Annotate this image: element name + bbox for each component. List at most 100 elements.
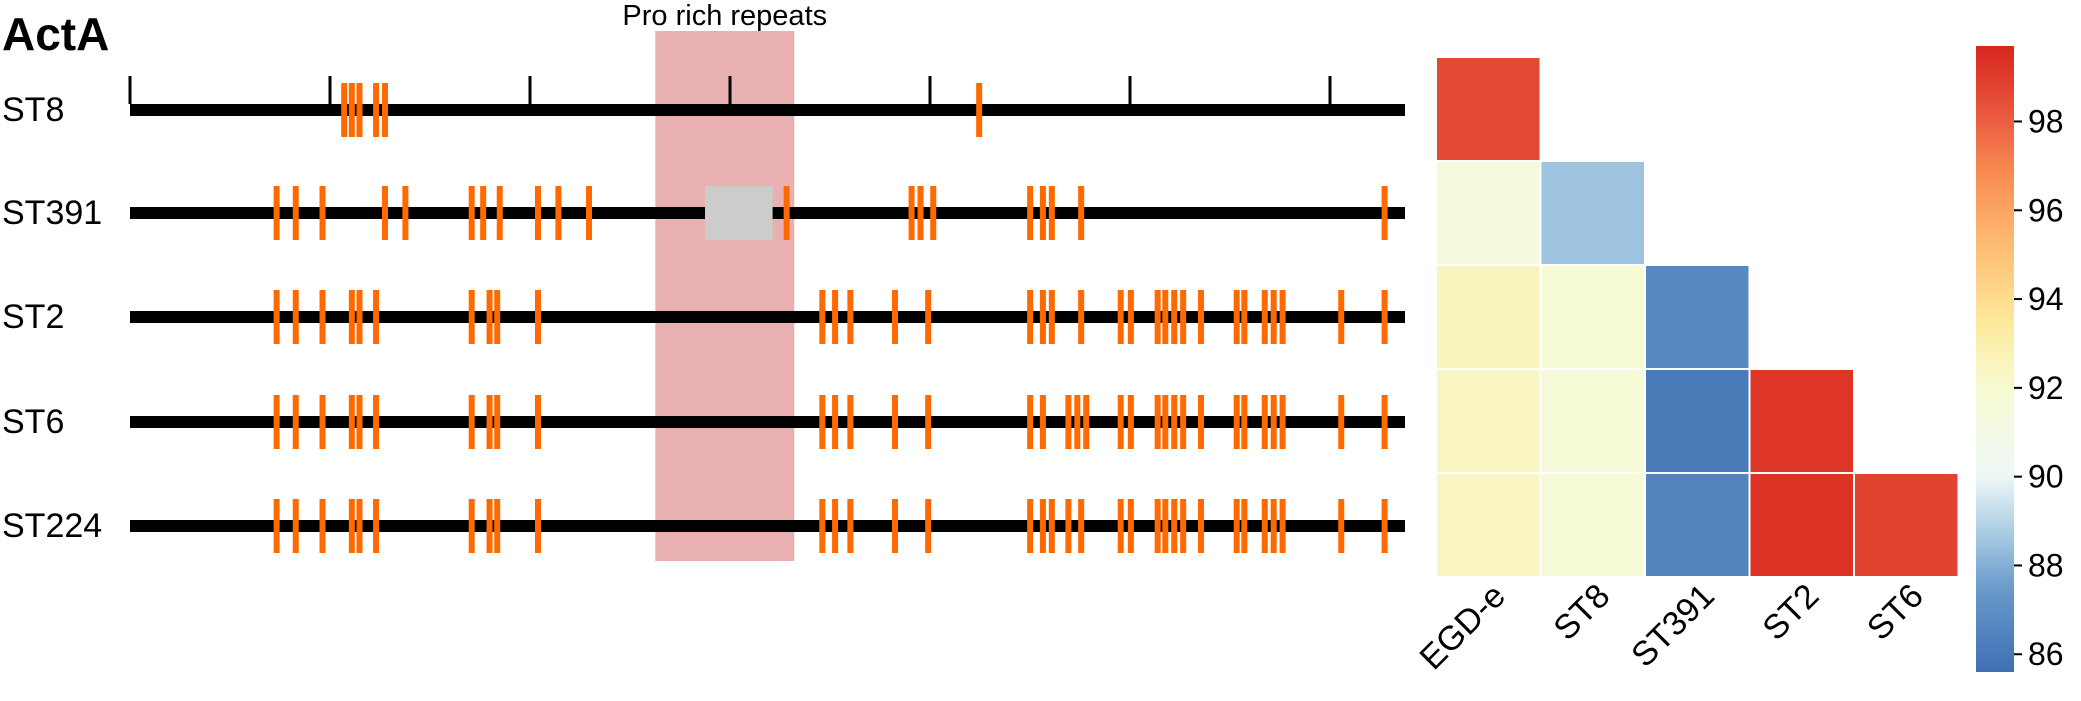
variant-mark bbox=[1065, 499, 1072, 553]
variant-mark bbox=[1233, 395, 1240, 449]
variant-mark bbox=[1048, 499, 1055, 553]
variant-mark bbox=[892, 290, 898, 344]
variant-mark bbox=[1083, 395, 1090, 449]
heatmap-cell bbox=[1750, 370, 1853, 472]
heatmap-x-label: ST2 bbox=[1755, 577, 1826, 648]
variant-mark bbox=[535, 395, 541, 449]
heatmap-cell bbox=[1646, 474, 1749, 576]
variant-mark bbox=[1171, 290, 1178, 344]
variant-mark bbox=[1154, 499, 1161, 553]
colorbar-tick-label: 86 bbox=[2028, 636, 2064, 672]
position-ticks bbox=[128, 76, 1332, 104]
variant-mark bbox=[1233, 290, 1240, 344]
heatmap-cells bbox=[1437, 58, 1958, 576]
variant-mark bbox=[494, 499, 501, 553]
heatmap-cell bbox=[1437, 474, 1540, 576]
heatmap-cell bbox=[1541, 162, 1644, 264]
variant-mark bbox=[1171, 499, 1178, 553]
variant-mark bbox=[1279, 499, 1286, 553]
variant-mark bbox=[373, 290, 380, 344]
position-tick bbox=[128, 76, 132, 104]
variant-mark bbox=[1180, 290, 1187, 344]
variant-mark bbox=[832, 395, 839, 449]
variant-mark bbox=[1039, 186, 1046, 240]
variant-mark bbox=[1233, 499, 1240, 553]
variant-mark bbox=[1127, 395, 1134, 449]
variant-mark bbox=[535, 499, 541, 553]
variant-mark bbox=[356, 499, 363, 553]
variant-mark bbox=[819, 290, 826, 344]
variant-mark bbox=[976, 83, 983, 137]
variant-mark bbox=[925, 290, 932, 344]
heatmap-cell bbox=[1646, 266, 1749, 368]
variant-mark bbox=[1261, 499, 1268, 553]
variant-mark bbox=[292, 395, 299, 449]
pro-rich-repeat-region bbox=[655, 31, 795, 561]
position-tick bbox=[728, 76, 732, 104]
variant-mark bbox=[1198, 395, 1204, 449]
variant-mark bbox=[783, 186, 790, 240]
variant-mark bbox=[273, 290, 280, 344]
variant-map: ActA Pro rich repeats ST8ST391ST2ST6ST22… bbox=[2, 0, 1405, 561]
heatmap-x-label: EGD-e bbox=[1413, 577, 1513, 677]
variant-mark bbox=[1162, 290, 1169, 344]
variant-mark bbox=[1039, 395, 1046, 449]
variant-mark bbox=[1279, 290, 1286, 344]
variant-mark bbox=[319, 186, 326, 240]
variant-mark bbox=[494, 395, 501, 449]
colorbar-tick-label: 92 bbox=[2028, 370, 2064, 406]
variant-mark bbox=[586, 186, 592, 240]
row-label: ST8 bbox=[2, 91, 64, 129]
variant-mark bbox=[832, 499, 839, 553]
variant-mark bbox=[925, 395, 932, 449]
variant-mark bbox=[319, 499, 326, 553]
variant-mark bbox=[356, 290, 363, 344]
variant-mark bbox=[892, 395, 898, 449]
variant-mark bbox=[356, 83, 363, 137]
variant-mark bbox=[1078, 290, 1085, 344]
variant-mark bbox=[468, 290, 475, 344]
variant-mark bbox=[1039, 499, 1046, 553]
sequence-backbone bbox=[130, 104, 1405, 116]
variant-mark bbox=[373, 499, 380, 553]
variant-mark bbox=[1198, 499, 1204, 553]
variant-mark bbox=[1381, 290, 1388, 344]
heatmap-x-label: ST8 bbox=[1546, 577, 1617, 648]
variant-mark bbox=[292, 186, 299, 240]
colorbar-tick-label: 94 bbox=[2028, 281, 2064, 317]
colorbar-tick-label: 98 bbox=[2028, 103, 2064, 139]
sequence-row: ST6 bbox=[2, 395, 1405, 449]
variant-mark bbox=[1078, 499, 1085, 553]
variant-mark bbox=[1127, 290, 1134, 344]
variant-mark bbox=[373, 83, 380, 137]
position-tick bbox=[1128, 76, 1132, 104]
variant-mark bbox=[1270, 290, 1277, 344]
variant-mark bbox=[1117, 499, 1124, 553]
row-label: ST6 bbox=[2, 403, 64, 441]
variant-mark bbox=[382, 186, 388, 240]
variant-mark bbox=[1241, 290, 1248, 344]
variant-mark bbox=[1027, 290, 1034, 344]
pro-rich-repeat-label: Pro rich repeats bbox=[622, 0, 827, 32]
variant-mark bbox=[819, 395, 826, 449]
variant-mark bbox=[1241, 395, 1248, 449]
position-tick bbox=[528, 76, 532, 104]
heatmap-cell bbox=[1541, 266, 1644, 368]
variant-mark bbox=[273, 395, 280, 449]
variant-mark bbox=[535, 290, 541, 344]
variant-mark bbox=[356, 395, 363, 449]
variant-mark bbox=[348, 83, 355, 137]
variant-mark bbox=[1078, 186, 1085, 240]
sequence-row: ST2 bbox=[2, 290, 1405, 344]
variant-mark bbox=[486, 499, 493, 553]
variant-mark bbox=[847, 499, 854, 553]
variant-mark bbox=[908, 186, 915, 240]
variant-mark bbox=[468, 395, 475, 449]
variant-mark bbox=[1180, 499, 1187, 553]
variant-mark bbox=[382, 83, 388, 137]
variant-mark bbox=[930, 186, 937, 240]
heatmap-cell bbox=[1541, 474, 1644, 576]
variant-mark bbox=[1039, 290, 1046, 344]
